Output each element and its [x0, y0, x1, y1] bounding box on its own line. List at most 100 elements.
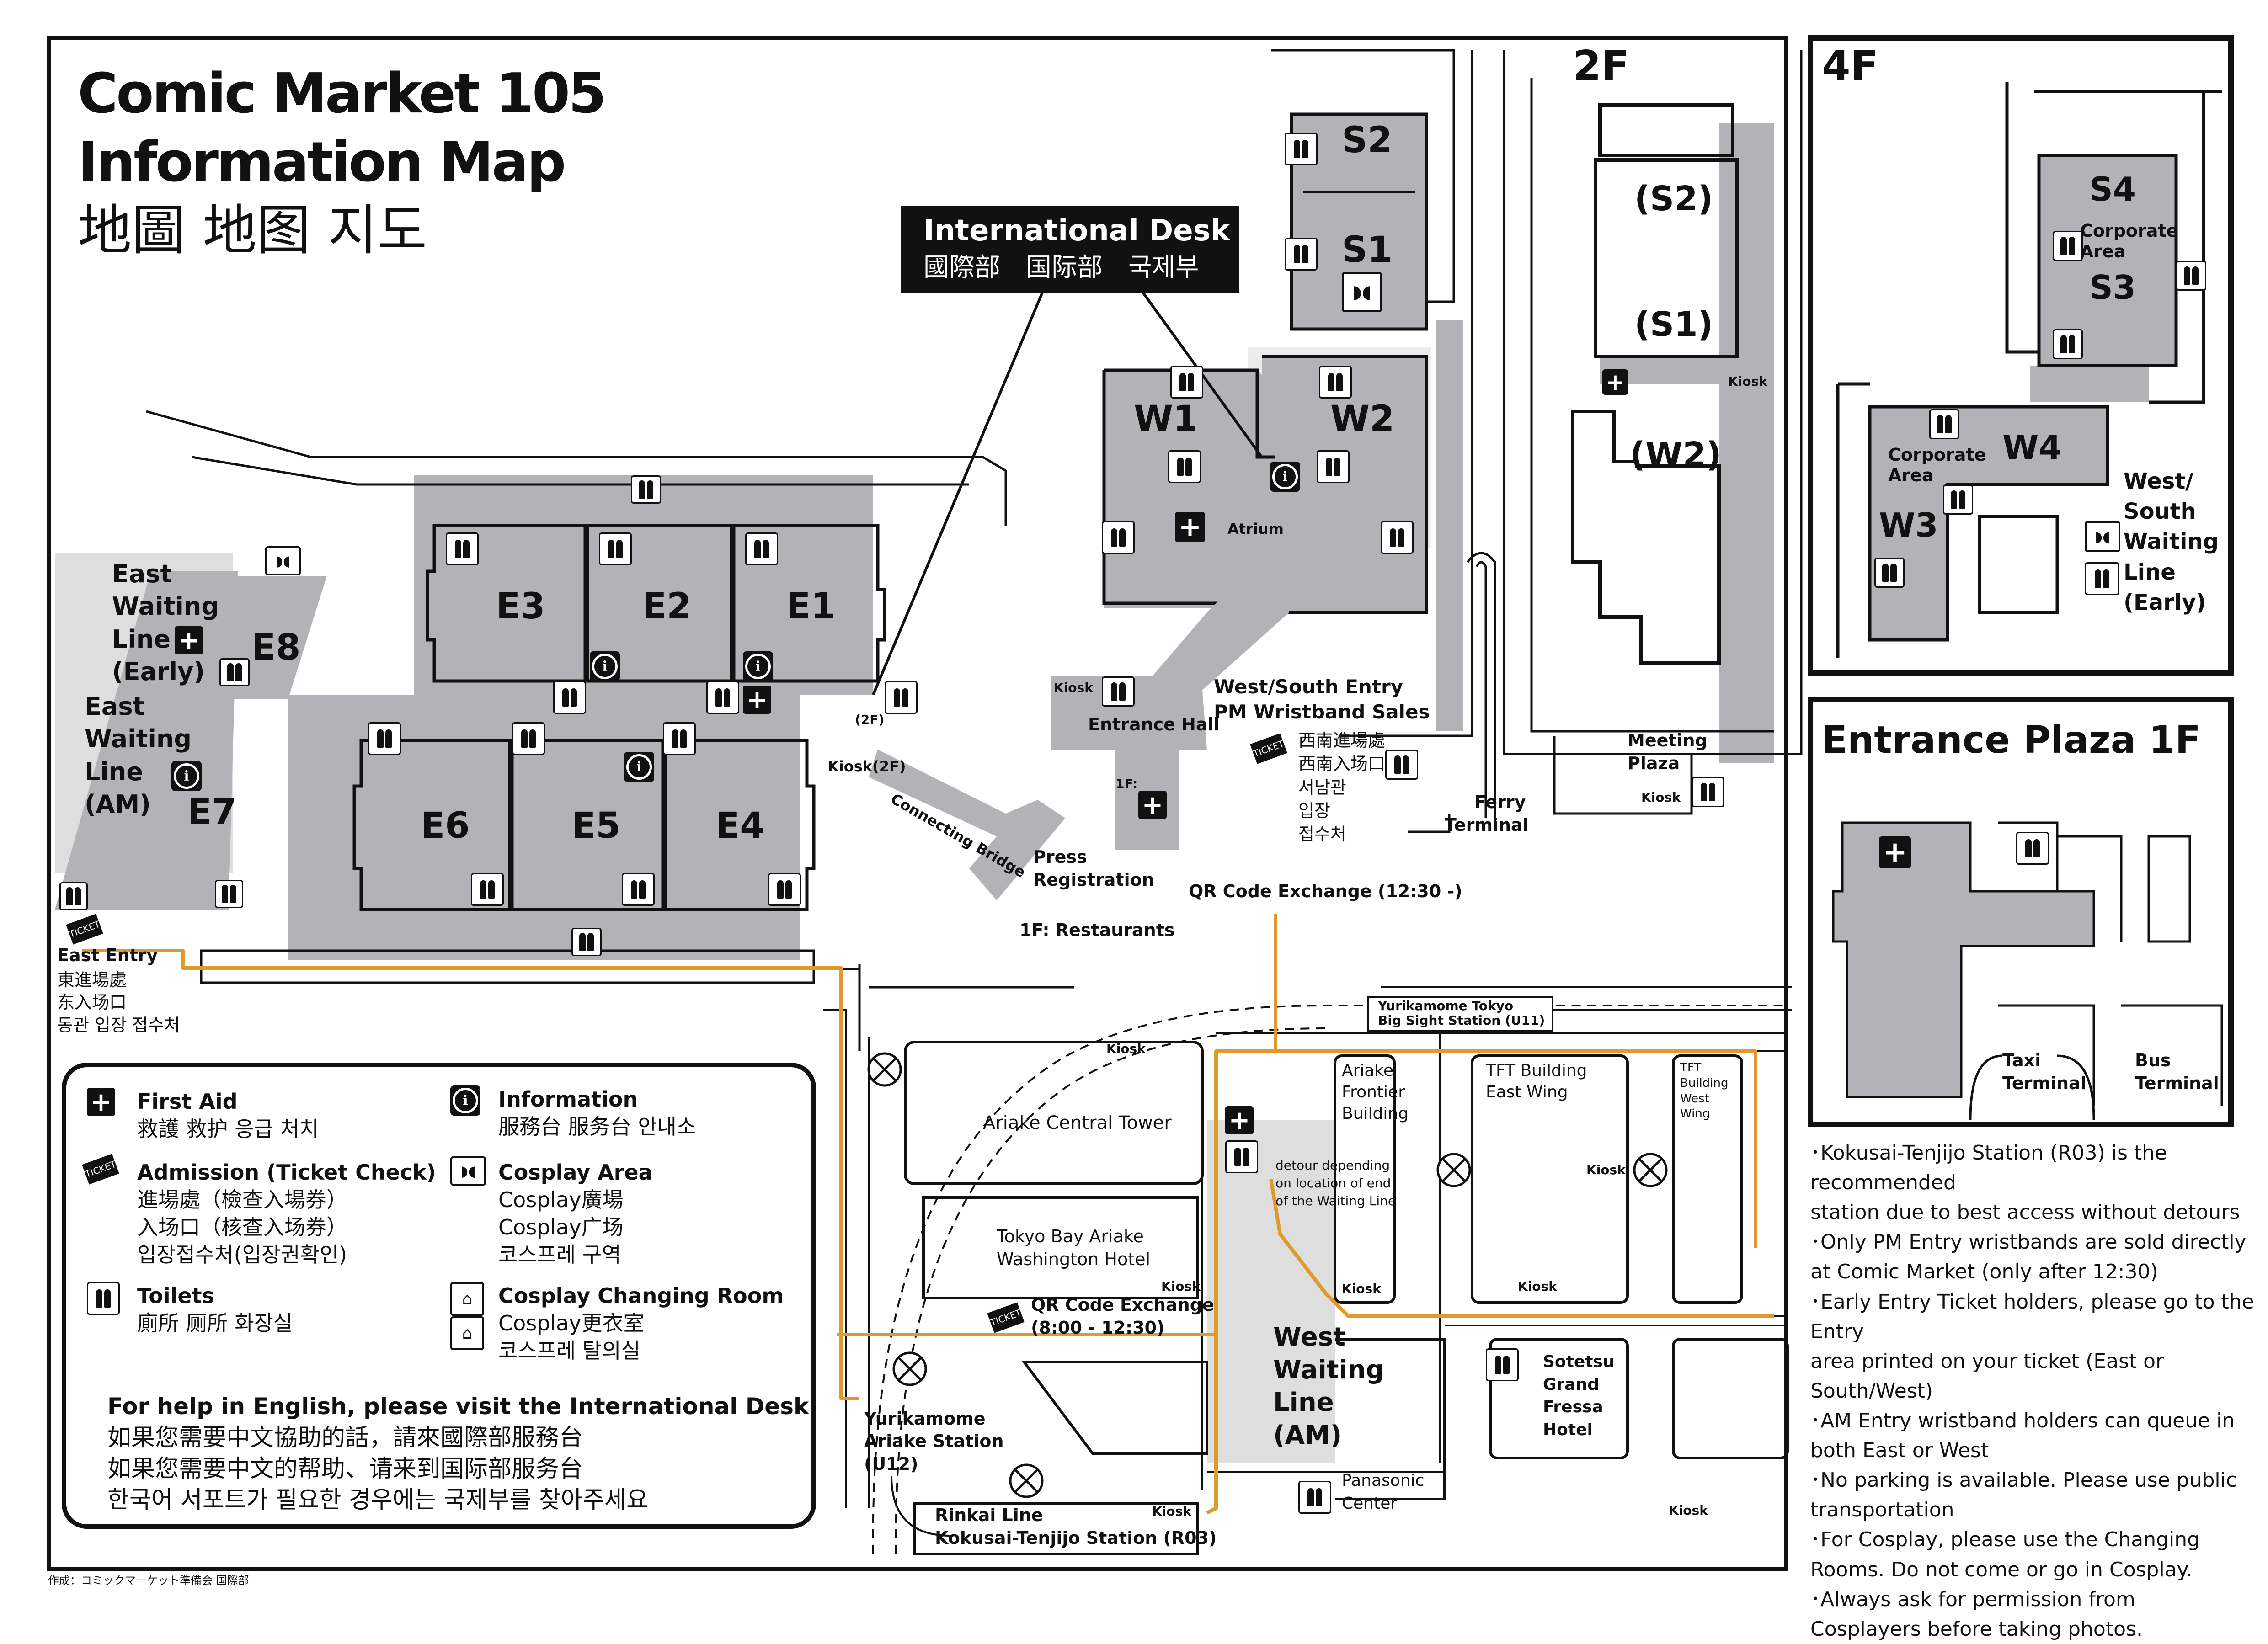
information-icon[interactable]: i [624, 752, 654, 782]
toilet-icon [1285, 133, 1318, 165]
information-icon[interactable]: i [590, 651, 620, 681]
legend-admission-l3: 입장접수처(입장권확인) [137, 1242, 347, 1267]
kiosk-washington: Kiosk [1161, 1279, 1201, 1294]
hall-e6[interactable]: E6 [421, 805, 470, 846]
first-aid-icon[interactable]: + [1602, 369, 1628, 395]
legend-changing-en: Cosplay Changing Room [498, 1283, 784, 1308]
washington-hotel-2: Washington Hotel [997, 1249, 1151, 1269]
hall-s2[interactable]: S2 [1342, 120, 1393, 161]
hall-e7[interactable]: E7 [187, 792, 237, 833]
toilet-icon [2053, 329, 2083, 359]
hall-e1[interactable]: E1 [786, 586, 836, 627]
toilet-icon [1317, 450, 1350, 483]
toilet-icon [1486, 1348, 1519, 1381]
rinkai-line-1[interactable]: Rinkai Line [935, 1505, 1043, 1525]
hall-s1-2f[interactable]: (S1) [1634, 305, 1713, 344]
taxi-terminal-2: Terminal [2002, 1073, 2087, 1093]
ws-entry-label-1: West/South Entry [1214, 676, 1403, 698]
ferry-terminal-2: Terminal [1445, 815, 1529, 835]
toilet-icon [446, 532, 479, 565]
kiosk-entrance: Kiosk [1054, 680, 1093, 695]
hall-e2[interactable]: E2 [642, 586, 692, 627]
information-icon[interactable]: i [1270, 462, 1300, 492]
hall-e8[interactable]: E8 [251, 627, 301, 668]
toilet-icon [2053, 231, 2083, 261]
kiosk-2f: Kiosk [1728, 374, 1767, 389]
toilet-icon [663, 722, 696, 755]
first-aid-icon[interactable]: + [175, 626, 203, 655]
hall-s1[interactable]: S1 [1342, 229, 1393, 271]
inset-4f-label: 4F [1822, 42, 1879, 90]
meeting-plaza-2: Plaza [1628, 753, 1680, 773]
toilet-icon [745, 532, 778, 565]
first-aid-icon[interactable]: + [1175, 511, 1205, 543]
legend-first-aid-icon: + [87, 1087, 115, 1117]
ariake-central-tower: Ariake Central Tower [983, 1112, 1172, 1133]
notes-list: ･Kokusai-Tenjijo Station (R03) is the re… [1810, 1141, 2254, 1641]
legend-cosplay-l3: 코스프레 구역 [498, 1242, 621, 1267]
kiosk-meeting: Kiosk [1641, 790, 1681, 805]
kiosk-2f-label: Kiosk(2F) [827, 758, 906, 775]
help-english: For help in English, please visit the In… [107, 1393, 809, 1420]
east-entry-label: East Entry [57, 945, 158, 965]
legend-changing-l1: Cosplay更衣室 [498, 1311, 645, 1335]
corporate-area-w-1: Corporate [1888, 445, 1986, 465]
hall-w4[interactable]: W4 [2002, 428, 2062, 467]
yurikamome-tokyo-station[interactable]: Yurikamome Tokyo Big Sight Station (U11) [1367, 996, 1553, 1032]
toilet-icon [1170, 366, 1203, 399]
restaurants-label: 1F: Restaurants [1019, 920, 1175, 940]
kiosk-central: Kiosk [1106, 1041, 1146, 1056]
toilet-icon [599, 532, 632, 565]
meeting-plaza-1: Meeting [1628, 730, 1708, 750]
hall-w1[interactable]: W1 [1134, 399, 1198, 440]
help-chinese-trad: 如果您需要中文協助的話，請來國際部服務台 [107, 1424, 583, 1452]
toilet-icon [1874, 558, 1905, 588]
information-icon[interactable]: i [171, 761, 202, 791]
washington-hotel-1: Tokyo Bay Ariake [997, 1226, 1144, 1246]
legend-toilets-cjk: 廁所 厕所 화장실 [137, 1311, 293, 1335]
map-title: Comic Market 105 [78, 62, 607, 126]
toilet-icon [2085, 562, 2119, 595]
cosplay-mask-icon[interactable]: ◗◖ [2085, 521, 2120, 552]
corporate-area-w-2: Area [1888, 465, 1934, 485]
cosplay-mask-icon[interactable]: ◗◖ [1342, 272, 1382, 312]
qr-exchange-am-1: QR Code Exchange [1031, 1295, 1214, 1315]
hall-e4[interactable]: E4 [715, 805, 765, 846]
hall-e3[interactable]: E3 [496, 586, 545, 627]
hall-s4[interactable]: S4 [2089, 170, 2136, 208]
first-aid-icon[interactable]: + [1879, 835, 1911, 869]
legend-first-aid-cjk: 救護 救护 응급 처치 [137, 1117, 319, 1141]
press-label-1: Press [1033, 847, 1087, 867]
information-icon[interactable]: i [743, 651, 773, 681]
help-chinese-simp: 如果您需要中文的帮助、请来到国际部服务台 [107, 1455, 583, 1483]
inset-2f-label: 2F [1573, 42, 1630, 90]
toilet-icon [215, 880, 243, 908]
first-aid-icon[interactable]: + [1138, 790, 1167, 820]
rinkai-line-2[interactable]: Kokusai-Tenjijo Station (R03) [935, 1528, 1217, 1548]
inset-plaza-label: Entrance Plaza 1F [1822, 718, 2201, 762]
hall-e5[interactable]: E5 [571, 805, 621, 846]
hall-s3[interactable]: S3 [2089, 268, 2136, 307]
legend-cosplay-icon: ◗◖ [450, 1156, 486, 1186]
hall-s2-2f[interactable]: (S2) [1634, 179, 1713, 218]
first-aid-icon[interactable]: + [743, 685, 771, 715]
international-desk-sub: 國際部 国际部 국제부 [923, 253, 1199, 282]
qr-exchange-am-2: (8:00 - 12:30) [1031, 1318, 1165, 1338]
hall-w2-2f[interactable]: (W2) [1630, 435, 1722, 474]
cosplay-mask-icon[interactable]: ◗◖ [265, 546, 301, 575]
hall-w3[interactable]: W3 [1879, 506, 1938, 544]
international-desk-box: International Desk 國際部 国际部 국제부 [901, 206, 1239, 293]
first-aid-icon[interactable]: + [1225, 1106, 1254, 1135]
legend-changing-room-icon: ⌂ [450, 1316, 484, 1350]
hall-w2[interactable]: W2 [1330, 399, 1395, 440]
